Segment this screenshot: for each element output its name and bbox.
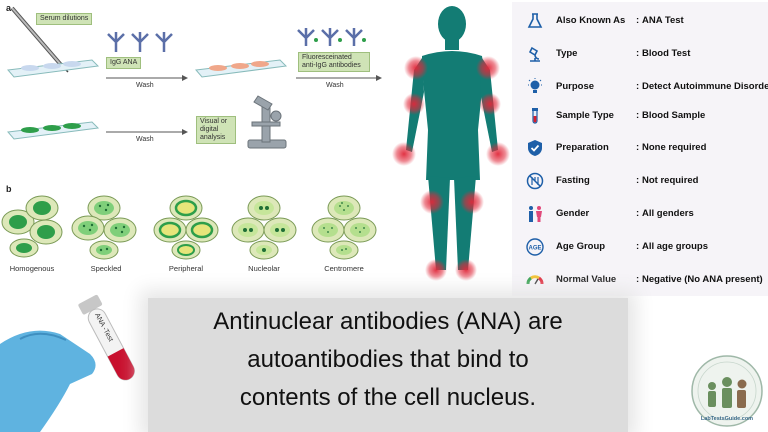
info-colon: : [636,241,640,252]
info-row-type: Type : Blood Test [512,39,768,69]
info-value: None required [642,142,707,153]
visual-line3: analysis [200,134,226,141]
fluoresceinated-tag: Fluoresceinated anti-IgG antibodies [298,52,370,72]
info-key: Preparation [556,142,609,153]
info-row-also-known-as: Also Known As : ANA Test [512,6,768,36]
logo-icon [691,355,763,427]
procedure-drawing [1,6,382,260]
caption-line-2: autoantibodies that bind to [247,346,529,373]
info-colon: : [636,142,640,153]
info-colon: : [636,175,640,186]
info-row-preparation: Preparation : None required [512,133,768,163]
pattern-label-homogenous: Homogenous [9,264,55,273]
info-colon: : [636,15,640,26]
caption-line-3: contents of the cell nucleus. [239,384,537,411]
info-row-purpose: Purpose : Detect Autoimmune Disorders [512,72,768,102]
info-row-gender: Gender : All genders [512,199,768,229]
pattern-label-centromere: Centromere [324,264,364,273]
serum-dilutions-tag: Serum dilutions [36,13,93,25]
cell-peripheral [153,195,219,260]
pattern-label-speckled: Speckled [90,264,122,273]
microscope-drawing [247,95,287,149]
shield-check-icon [528,140,542,156]
antibody-icon [107,32,173,52]
info-value: Blood Test [642,48,691,59]
info-row-fasting: Fasting : Not required [512,166,768,196]
info-key: Also Known As [556,15,626,26]
lightbulb-icon [528,78,542,93]
fluor-line1: Fluoresceinated [302,54,352,61]
info-key: Purpose [556,81,595,92]
no-food-icon [526,172,544,190]
info-key: Fasting [556,175,590,186]
svg-text:AGE: AGE [528,246,541,252]
section-a-label: a [6,3,12,13]
slide-2 [195,59,288,78]
test-info-panel: Also Known As : ANA Test Type : Blood Te… [512,2,768,296]
age-icon: AGE [526,238,544,256]
caption-box: Antinuclear antibodies (ANA) are autoant… [148,298,628,432]
flask-icon [527,13,543,28]
info-colon: : [636,110,640,121]
caption-line-1: Antinuclear antibodies (ANA) are [213,308,563,335]
info-colon: : [636,48,640,59]
info-row-sample-type: Sample Type : Blood Sample [512,101,768,131]
info-key: Type [556,48,578,59]
labtestsguide-logo: LabTestsGuide.com [690,354,764,428]
cell-speckled [71,195,137,260]
info-key: Gender [556,208,590,219]
info-value: All age groups [642,241,708,252]
info-value: Blood Sample [642,110,706,121]
pattern-label-peripheral: Peripheral [168,264,204,273]
gauge-icon [526,275,544,285]
body-silhouette-icon [392,6,510,281]
info-key: Age Group [556,241,606,252]
wash-label-2: Wash [326,82,344,89]
info-key: Normal Value [556,274,617,285]
microscope-icon [528,46,540,62]
info-value: Detect Autoimmune Disorders [642,81,768,92]
cell-nucleolar [231,195,297,260]
visual-line1: Visual or [200,118,228,125]
slide-3 [7,121,100,140]
info-value: Not required [642,175,699,186]
cell-patterns [1,195,377,260]
human-body-figure [392,0,510,290]
info-colon: : [636,208,640,219]
fluorescent-antibody-icon [297,28,363,46]
visual-analysis-tag: Visual or digital analysis [196,116,236,144]
info-colon: : [636,81,640,92]
visual-line2: digital [200,126,219,133]
pattern-label-nucleolar: Nucleolar [248,264,280,273]
fluor-line2: anti-IgG antibodies [302,62,361,69]
wash-label-3: Wash [136,136,154,143]
cell-homogenous [1,195,63,258]
ana-procedure-diagram: a b Serum dilutions IgG ANA Fluoresceina… [0,0,392,290]
info-value: All genders [642,208,694,219]
info-row-age-group: AGE Age Group : All age groups [512,232,768,262]
logo-text: LabTestsGuide.com [700,416,754,422]
info-key: Sample Type [556,110,614,121]
wash-label-1: Wash [136,82,154,89]
gender-icon [529,206,542,222]
slide-1 [7,59,100,78]
info-colon: : [636,274,640,285]
gloved-hand-with-tube: ANA -Test [0,284,150,432]
joint-hotspots [392,56,510,281]
section-b-label: b [6,184,12,194]
info-value: Negative (No ANA present) [642,274,763,285]
igg-ana-tag: IgG ANA [106,57,142,69]
cell-centromere [311,195,377,260]
test-tube-icon [532,108,538,124]
glove-tube-illustration [0,294,135,432]
info-row-normal-value: Normal Value : Negative (No ANA present) [512,265,768,295]
info-value: ANA Test [642,15,684,26]
